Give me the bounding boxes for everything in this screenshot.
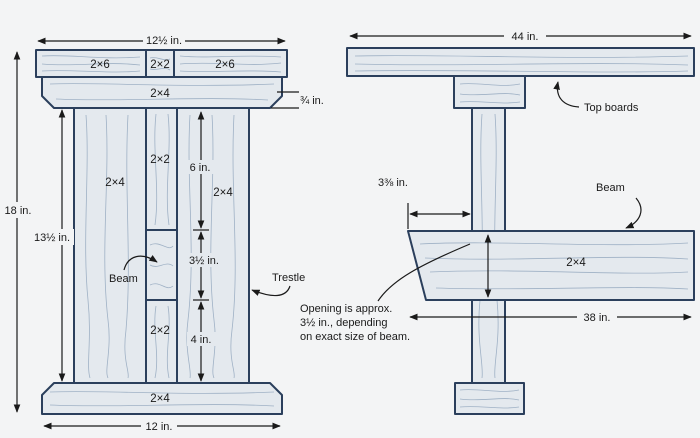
side-beam xyxy=(407,230,695,301)
label-right-post-2x4: 2×4 xyxy=(213,187,233,199)
dim-upper-spacer-mask xyxy=(185,160,215,174)
cap-board xyxy=(41,76,283,109)
left-post xyxy=(73,107,147,384)
callout-note-leader xyxy=(377,243,471,302)
label-foot-2x4: 2×4 xyxy=(150,393,170,405)
dim-lower-spacer-mask xyxy=(187,332,217,346)
label-top-right-2x6: 2×6 xyxy=(215,59,235,71)
top-right-board xyxy=(173,49,288,78)
upper-spacer xyxy=(145,107,178,231)
label-top-middle-2x2: 2×2 xyxy=(150,59,170,71)
beam-end xyxy=(145,229,178,301)
callout-top-boards-leader xyxy=(553,81,580,108)
callout-top-boards: Top boards xyxy=(584,102,639,114)
dim-top-width-mask xyxy=(143,33,185,47)
callout-trestle: Trestle xyxy=(272,272,305,284)
dim-opening-height-label: 3½ in. xyxy=(189,255,219,267)
dim-opening-height-mask xyxy=(187,253,221,267)
side-top-boards xyxy=(346,47,695,77)
dim-inner-height-mask xyxy=(34,229,74,245)
dim-offset-label: 3⅜ in. xyxy=(378,177,408,189)
dim-cap-thickness-label: ¾ in. xyxy=(300,95,324,107)
dim-top-width-label: 12½ in. xyxy=(146,35,182,47)
note-line-1: Opening is approx. xyxy=(300,303,392,315)
label-side-beam-2x4: 2×4 xyxy=(566,257,586,269)
label-lower-spacer-2x2: 2×2 xyxy=(150,325,170,337)
lower-spacer xyxy=(145,299,178,384)
side-foot-block xyxy=(454,382,525,415)
dim-inner-height-label: 13½ in. xyxy=(34,232,70,244)
foot-board xyxy=(41,382,283,415)
callout-trestle-leader xyxy=(251,285,291,297)
dim-top-length-mask xyxy=(504,28,546,43)
side-view: 2×4 44 in. Top boards 3⅜ in. Beam Openin… xyxy=(300,28,695,415)
label-upper-spacer-2x2: 2×2 xyxy=(150,154,170,166)
dim-beam-length-mask xyxy=(577,309,617,324)
dim-lower-spacer-label: 4 in. xyxy=(191,334,212,346)
label-left-post-2x4: 2×4 xyxy=(105,177,125,189)
dim-upper-spacer-label: 6 in. xyxy=(190,162,211,174)
note-line-2: 3½ in., depending xyxy=(300,317,387,329)
label-top-left-2x6: 2×6 xyxy=(90,59,110,71)
dim-foot-width-mask xyxy=(141,419,177,433)
callout-beam-front: Beam xyxy=(109,273,138,285)
dim-beam-length-label: 38 in. xyxy=(584,312,611,324)
front-view: 2×6 2×2 2×6 2×4 2×4 2×2 2×4 2×2 2×4 12½ … xyxy=(5,33,324,433)
callout-beam-side: Beam xyxy=(596,182,625,194)
dim-overall-height-mask xyxy=(5,202,31,218)
side-top-cleat xyxy=(453,75,526,109)
note-line-3: on exact size of beam. xyxy=(300,331,410,343)
dim-top-length-label: 44 in. xyxy=(512,31,539,43)
callout-beam-side-leader xyxy=(625,197,642,229)
dim-foot-width-label: 12 in. xyxy=(146,421,173,433)
label-cap-2x4: 2×4 xyxy=(150,88,170,100)
dim-overall-height-label: 18 in. xyxy=(5,205,32,217)
opening-note: Opening is approx. 3½ in., depending on … xyxy=(300,303,410,343)
callout-beam-front-leader xyxy=(123,255,158,271)
